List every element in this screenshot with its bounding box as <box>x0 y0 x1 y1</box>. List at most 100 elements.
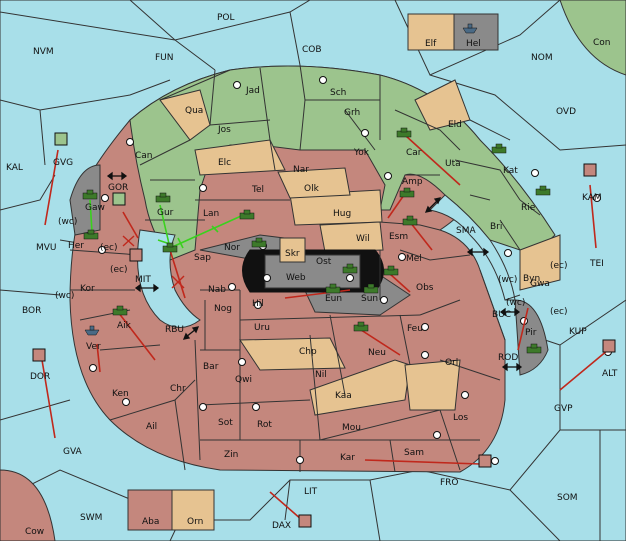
army-unit-aik[interactable] <box>112 305 128 316</box>
province-label: Elf <box>425 39 437 49</box>
supply-centre-marker <box>228 283 236 291</box>
province-byn[interactable] <box>519 234 561 291</box>
army-unit-rie[interactable] <box>535 185 551 196</box>
build-marker-dax[interactable] <box>298 514 312 528</box>
supply-centre-marker <box>398 253 406 261</box>
home-boxes <box>127 13 499 531</box>
province-borders <box>69 64 541 473</box>
province-label: Sch <box>330 88 346 98</box>
coast-label: (ec) <box>100 243 118 253</box>
build-marker-gvg[interactable] <box>54 132 68 146</box>
province-label: Pir <box>525 328 537 338</box>
army-unit-nor[interactable] <box>251 237 267 248</box>
army-unit-gaw[interactable] <box>82 189 98 200</box>
coast-label: (ec) <box>110 265 128 275</box>
sea-label: DAX <box>272 521 291 531</box>
province-label: Her <box>68 241 84 251</box>
province-aba[interactable] <box>127 489 173 531</box>
army-unit-uta[interactable] <box>491 143 507 154</box>
province-label: Esm <box>389 232 408 242</box>
province-neu-tan[interactable] <box>404 359 461 411</box>
province-orn[interactable] <box>171 489 215 531</box>
sea-label: BOR <box>22 306 41 316</box>
province-label: Uta <box>445 159 461 169</box>
province-label: Nog <box>214 304 232 314</box>
supply-centre-marker <box>531 169 539 177</box>
build-marker-kam[interactable] <box>583 163 597 177</box>
sea-label: NOM <box>531 53 553 63</box>
province-elf[interactable] <box>407 13 455 51</box>
province-label: Mou <box>342 423 361 433</box>
supply-centre-marker <box>433 431 441 439</box>
coast-labels: (wc) (ec) (ec) (wc) (wc) (ec) (wc) (ec) <box>55 217 568 317</box>
province-label: Byn <box>523 274 540 284</box>
province-skr[interactable] <box>279 237 306 263</box>
province-label: Olk <box>304 184 320 194</box>
supply-centre-marker <box>98 246 106 254</box>
province-label: Nil <box>315 370 327 380</box>
grey-areas <box>69 164 549 376</box>
supply-centre-marker <box>296 456 304 464</box>
sea-label: RBU <box>165 325 184 335</box>
sea-label: BUC <box>492 310 511 320</box>
province-label: Feu <box>407 324 423 334</box>
fleet-unit-ver[interactable] <box>84 325 100 336</box>
army-unit-pir[interactable] <box>526 343 542 354</box>
sea-label: KAL <box>6 163 23 173</box>
army-unit-her[interactable] <box>83 229 99 240</box>
army-unit-car[interactable] <box>396 127 412 138</box>
supply-centre-marker <box>122 398 130 406</box>
province-label: Skr <box>285 249 300 259</box>
fleet-unit-hel[interactable] <box>462 23 478 34</box>
supply-centre-marker <box>593 194 601 202</box>
army-unit-jad[interactable] <box>155 192 171 203</box>
sea-label: FUN <box>155 53 174 63</box>
build-marker-gor[interactable] <box>112 192 126 206</box>
province-label: Ail <box>146 422 157 432</box>
army-unit-sun[interactable] <box>363 283 379 294</box>
army-unit-wil[interactable] <box>383 265 399 276</box>
province-label: Sun <box>361 294 378 304</box>
army-unit-sap[interactable] <box>162 242 178 253</box>
build-marker-alt[interactable] <box>602 339 616 353</box>
build-marker-mit[interactable] <box>129 248 143 262</box>
units <box>32 23 616 528</box>
supply-centre-marker <box>384 172 392 180</box>
build-marker-dor[interactable] <box>32 348 46 362</box>
army-unit-lan[interactable] <box>239 209 255 220</box>
province-label: Nab <box>208 285 226 295</box>
province-label: Eun <box>325 294 342 304</box>
province-label: Kaa <box>335 391 352 401</box>
army-unit-esm[interactable] <box>402 215 418 226</box>
province-label: Sap <box>194 253 211 263</box>
coast-label: (wc) <box>506 298 525 308</box>
sea-label: NVM <box>33 47 54 57</box>
army-unit-amp[interactable] <box>399 187 415 198</box>
supply-centre-marker <box>199 184 207 192</box>
army-unit-ost[interactable] <box>342 263 358 274</box>
province-label: Rot <box>257 420 272 430</box>
sea-label: GVA <box>63 447 83 457</box>
province-wil[interactable] <box>319 221 384 253</box>
build-marker-fro[interactable] <box>478 454 492 468</box>
army-unit-feu[interactable] <box>353 321 369 332</box>
province-label: Zin <box>224 450 238 460</box>
supply-centre-marker <box>126 138 134 146</box>
army-unit-eun[interactable] <box>325 283 341 294</box>
gaw-grey <box>69 164 101 236</box>
sea-label: Con <box>593 38 611 48</box>
province-chp[interactable] <box>239 337 346 371</box>
sea-label: DOR <box>30 372 50 382</box>
supply-centre-marker <box>421 323 429 331</box>
province-label: Uru <box>254 323 270 333</box>
province-label: Kat <box>503 166 518 176</box>
sea-label: POL <box>217 13 235 23</box>
province-elc[interactable] <box>194 139 286 176</box>
province-label: Sot <box>218 418 233 428</box>
province-label: Orn <box>187 517 203 527</box>
province-hel[interactable] <box>453 13 499 51</box>
province-olk[interactable] <box>277 167 351 199</box>
supply-centre-marker <box>504 249 512 257</box>
province-label: Rie <box>521 203 536 213</box>
